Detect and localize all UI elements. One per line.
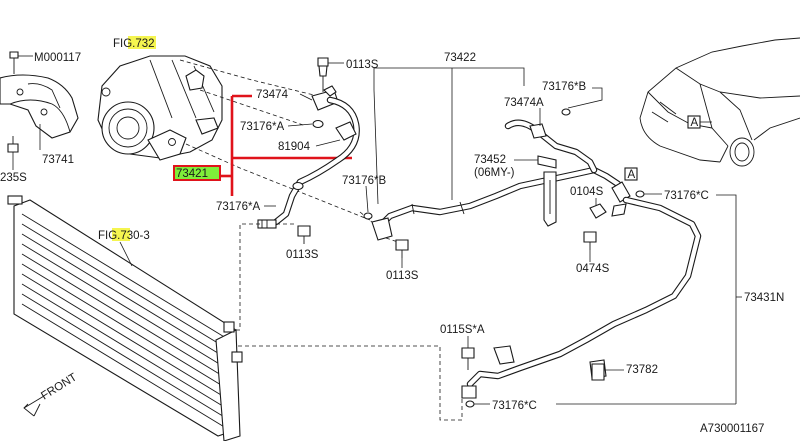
label-73176b-left[interactable]: 73176*B <box>342 175 386 187</box>
fitting-0113s-top <box>317 57 329 92</box>
selection-bracket <box>218 94 352 196</box>
label-73176c-top[interactable]: 73176*C <box>664 190 709 202</box>
label-06my[interactable]: (06MY-) <box>474 167 515 179</box>
view-marker-box <box>624 167 638 181</box>
label-73176b-right[interactable]: 73176*B <box>542 81 586 93</box>
label-0474s[interactable]: 0474S <box>576 263 610 275</box>
condenser <box>7 195 243 441</box>
selected-part-box[interactable] <box>173 165 221 181</box>
fig732-highlight <box>128 36 156 49</box>
oring-73176b-left <box>363 212 373 220</box>
label-73422[interactable]: 73422 <box>444 52 476 64</box>
pipe-73422 <box>371 166 622 241</box>
label-m000117[interactable]: M000117 <box>34 52 81 64</box>
label-fig732[interactable]: FIG.732 <box>113 38 155 50</box>
compressor <box>97 55 223 161</box>
label-73741[interactable]: 73741 <box>42 154 74 166</box>
label-front: FRONT <box>39 371 79 402</box>
label-73452[interactable]: 73452 <box>474 154 506 166</box>
label-0113s-top[interactable]: 0113S <box>346 59 379 71</box>
selected-part-highlight <box>174 166 220 180</box>
fitting-73176c-bottom <box>461 385 477 408</box>
car-outline <box>639 37 800 167</box>
bracket-73741 <box>0 51 79 153</box>
label-0113s-mid[interactable]: 0113S <box>286 249 319 261</box>
view-marker: A <box>628 169 636 181</box>
bracket-73452 <box>537 155 557 227</box>
bolt-0113s-mid <box>297 225 311 244</box>
oring-73176c-top <box>635 190 645 198</box>
label-235s[interactable]: 235S <box>0 172 27 184</box>
fig7303-highlight <box>112 228 130 241</box>
bolt-0104s <box>589 203 607 219</box>
label-fig7303[interactable]: FIG.730-3 <box>98 230 150 242</box>
label-73782[interactable]: 73782 <box>626 364 658 376</box>
view-marker-car: A <box>691 117 699 129</box>
label-0104s[interactable]: 0104S <box>570 186 604 198</box>
fitting-73176a <box>257 219 277 229</box>
label-81904[interactable]: 81904 <box>278 141 311 153</box>
diagram-id: A730001167 <box>700 423 764 435</box>
label-0115sa[interactable]: 0115S*A <box>440 324 485 336</box>
label-73176c-bottom[interactable]: 73176*C <box>492 400 537 412</box>
label-73176a-upper[interactable]: 73176*A <box>240 121 284 133</box>
bolt-0113s-low <box>395 239 409 258</box>
label-73431n[interactable]: 73431N <box>744 292 784 304</box>
front-arrow-icon <box>23 395 45 417</box>
label-73176a-lower[interactable]: 73176*A <box>216 201 260 213</box>
label-73421[interactable]: 73421 <box>176 168 208 180</box>
hose-block-73474 <box>311 85 339 129</box>
label-73474[interactable]: 73474 <box>256 89 289 101</box>
clamp-73782 <box>591 363 605 381</box>
bolt-0474s <box>583 231 597 250</box>
bolt-0115sa <box>461 347 475 370</box>
hose-73421 <box>272 96 360 226</box>
pipe-73431n <box>466 196 702 388</box>
label-73474a[interactable]: 73474A <box>504 97 544 109</box>
hose-73474a <box>504 108 598 174</box>
label-0113s-low[interactable]: 0113S <box>386 270 419 282</box>
